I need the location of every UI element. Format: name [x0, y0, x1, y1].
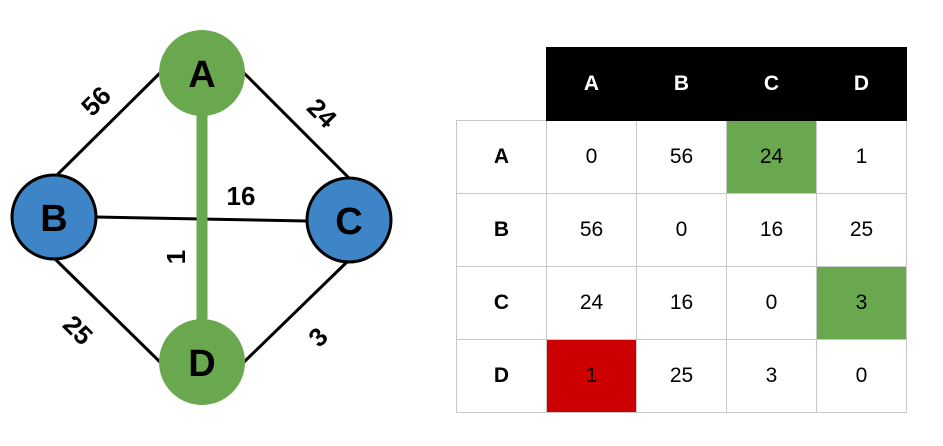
weight-label-b-c: 16 [227, 181, 256, 211]
weight-label-a-d: 1 [161, 250, 191, 264]
cell-c-a: 24 [546, 266, 637, 340]
cell-c-c: 0 [726, 266, 817, 340]
weight-label-b-d: 25 [57, 309, 99, 351]
cell-c-d: 3 [816, 266, 907, 340]
cell-b-a: 56 [546, 193, 637, 267]
col-header-d: D [816, 47, 907, 121]
node-c-label: C [335, 201, 362, 243]
cell-c-b: 16 [636, 266, 727, 340]
weight-label-a-c: 24 [301, 92, 343, 134]
matrix-header-row: A B C D [456, 47, 907, 121]
edge-a-b [52, 71, 162, 180]
node-c-circle [305, 176, 393, 264]
graph-diagram: A B C D 56 24 16 1 25 3 [10, 30, 393, 405]
node-a-label: A [188, 54, 215, 96]
row-header-d: D [456, 339, 547, 413]
row-header-a: A [456, 120, 547, 194]
node-a-circle [159, 30, 245, 116]
row-header-c: C [456, 266, 547, 340]
node-d-label: D [188, 343, 215, 385]
col-header-b: B [636, 47, 727, 121]
cell-a-a: 0 [546, 120, 637, 194]
cell-d-b: 25 [636, 339, 727, 413]
adjacency-matrix: A B C D A 0 56 24 1 B 56 0 16 25 C 24 16… [456, 47, 907, 413]
node-b-label: B [40, 198, 67, 240]
cell-a-b: 56 [636, 120, 727, 194]
col-header-c: C [726, 47, 817, 121]
cell-b-b: 0 [636, 193, 727, 267]
node-a: A [159, 30, 245, 116]
col-header-a: A [546, 47, 637, 121]
matrix-row-c: C 24 16 0 3 [456, 266, 907, 340]
cell-b-c: 16 [726, 193, 817, 267]
weight-label-c-d: 3 [302, 321, 333, 352]
edge-c-d [242, 258, 351, 364]
edge-b-d [52, 256, 162, 364]
cell-d-d: 0 [816, 339, 907, 413]
row-header-b: B [456, 193, 547, 267]
cell-b-d: 25 [816, 193, 907, 267]
matrix-corner [456, 47, 547, 121]
node-d: D [159, 319, 245, 405]
node-b: B [10, 173, 98, 261]
matrix-row-a: A 0 56 24 1 [456, 120, 907, 194]
cell-a-c: 24 [726, 120, 817, 194]
edge-a-c [242, 71, 351, 180]
node-d-circle [159, 319, 245, 405]
node-b-circle [10, 173, 98, 261]
cell-a-d: 1 [816, 120, 907, 194]
cell-d-c: 3 [726, 339, 817, 413]
weight-label-a-b: 56 [75, 80, 117, 122]
matrix-row-b: B 56 0 16 25 [456, 193, 907, 267]
cell-d-a: 1 [546, 339, 637, 413]
matrix-row-d: D 1 25 3 0 [456, 339, 907, 413]
node-c: C [305, 176, 393, 264]
